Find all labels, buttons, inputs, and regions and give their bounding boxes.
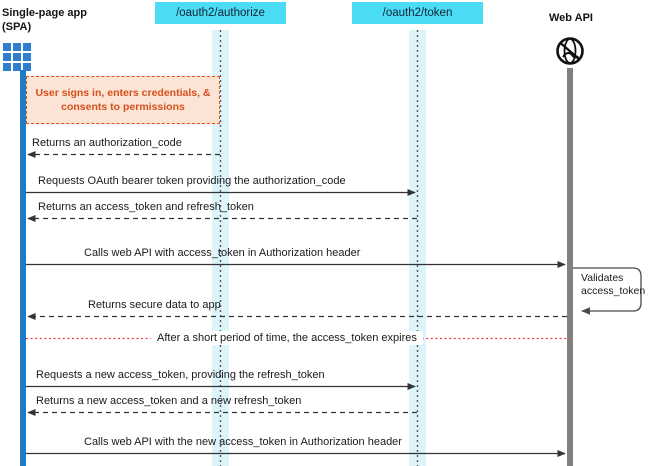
message-label-m2: Requests OAuth bearer token providing th… (38, 175, 346, 187)
message-label-m6: Requests a new access_token, providing t… (36, 369, 325, 381)
app-grid-icon (3, 43, 31, 71)
lifeline-band-authorize (212, 30, 229, 466)
message-label-m5: Returns secure data to app (88, 299, 221, 311)
message-label-m1: Returns an authorization_code (32, 137, 182, 149)
lifeline-spa (20, 70, 26, 466)
lifeline-band-token (409, 30, 426, 466)
message-label-m7: Returns a new access_token and a new ref… (36, 395, 302, 407)
participant-title-webapi: Web API (548, 12, 593, 24)
self-message-label: Validates access_token (581, 272, 646, 297)
participant-header-token[interactable]: /oauth2/token (352, 2, 483, 24)
message-label-m4: Calls web API with access_token in Autho… (84, 247, 361, 259)
message-label-m3: Returns an access_token and refresh_toke… (38, 201, 254, 213)
lifeline-webapi (567, 68, 573, 466)
globe-icon (556, 37, 584, 65)
participant-header-authorize[interactable]: /oauth2/authorize (155, 2, 286, 24)
participant-title-spa: Single-page app (SPA) (2, 7, 87, 33)
self-message-arrow (573, 267, 642, 315)
note-user-signin: User signs in, enters credentials, & con… (26, 76, 220, 124)
divider-label: After a short period of time, the access… (151, 331, 423, 345)
message-label-m8: Calls web API with the new access_token … (84, 436, 402, 448)
